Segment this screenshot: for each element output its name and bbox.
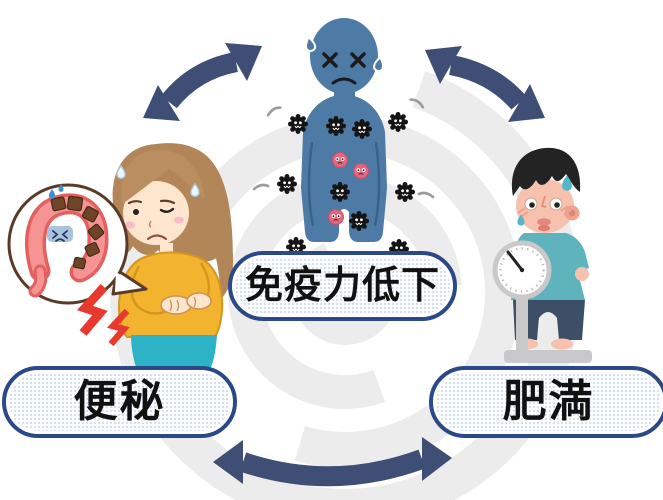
arrow-bottom-icon — [213, 437, 452, 487]
label-obesity: 肥満 — [429, 366, 663, 438]
label-fill — [235, 258, 450, 314]
sick-person-illustration — [301, 18, 387, 242]
frown-mouth-icon — [331, 77, 357, 85]
arrow-top-left-icon — [143, 43, 262, 121]
woman-stomachache-illustration — [107, 143, 233, 367]
label-constipation: 便秘 — [2, 366, 237, 438]
speech-bubble-intestine-illustration — [7, 183, 148, 305]
x-eyes-icon — [322, 52, 366, 68]
label-fill — [436, 373, 661, 431]
label-immunity-decline-text: 免疫力低下 — [244, 265, 440, 307]
label-fill — [9, 373, 230, 431]
man-scale-illustration — [492, 147, 592, 363]
pain-flash-icon — [77, 283, 130, 347]
label-constipation-text: 便秘 — [73, 377, 166, 426]
winking-eye-icon — [159, 207, 175, 213]
label-immunity-decline: 免疫力低下 — [228, 251, 457, 321]
arrow-top-right-icon — [425, 46, 545, 122]
label-obesity-text: 肥満 — [502, 377, 595, 426]
stool-blocks-icon — [50, 195, 105, 270]
weighing-scale-icon — [492, 240, 592, 363]
